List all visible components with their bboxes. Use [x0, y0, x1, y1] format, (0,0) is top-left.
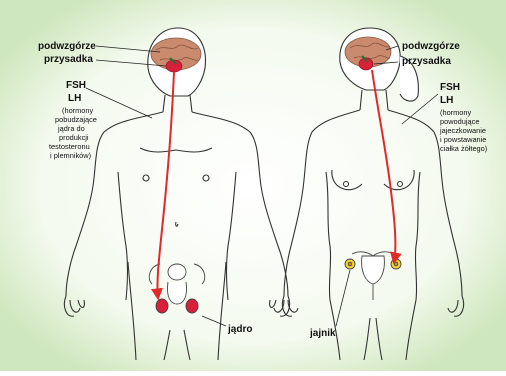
male-pituitary-label: przysadka: [44, 54, 93, 65]
female-note-line: ciałka żółtego): [440, 144, 487, 153]
male-fsh-label: FSH: [66, 80, 86, 91]
male-note-line: jądra do: [58, 124, 85, 133]
male-gonad-label: jądro: [228, 324, 252, 335]
female-pituitary-label: przysadka: [402, 56, 451, 67]
female-gonad-label: jajnik: [310, 328, 336, 339]
female-lh-label: LH: [440, 95, 453, 106]
female-fsh-label: FSH: [440, 82, 460, 93]
male-note-line: produkcji: [59, 133, 89, 142]
male-lh-label: LH: [68, 93, 81, 104]
female-note-line: powodujące: [440, 117, 479, 126]
female-note-line: i powstawanie: [440, 135, 486, 144]
female-hypothalamus-label: podwzgórze: [402, 41, 460, 52]
male-hypothalamus-label: podwzgórze: [38, 41, 96, 52]
female-note-line: jajeczkowanie: [440, 126, 486, 135]
male-note-line: i plemników): [50, 151, 91, 160]
female-note-line: (hormony: [440, 108, 471, 117]
male-note-line: testosteronu: [49, 142, 90, 151]
male-note-line: (hormony: [62, 106, 93, 115]
male-note-line: pobudzające: [55, 115, 97, 124]
